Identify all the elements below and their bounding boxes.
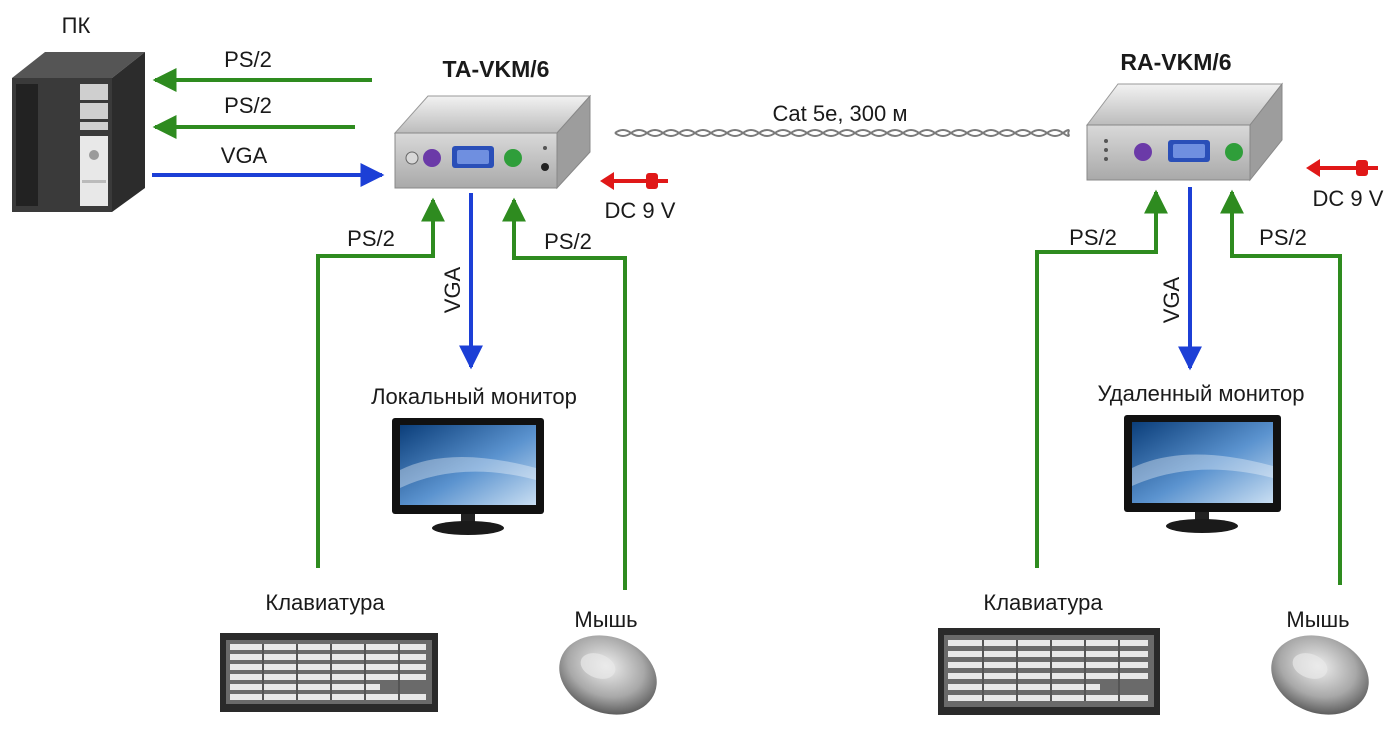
remote-monitor-label: Удаленный монитор [1097, 381, 1304, 406]
receiver-keyboard-link-label: PS/2 [1069, 225, 1117, 250]
transmitter-mouse-link-label: PS/2 [544, 229, 592, 254]
receiver-device-icon [1085, 82, 1284, 182]
cable-label: Cat 5e, 300 м [773, 101, 908, 126]
transmitter-keyboard-link-label: PS/2 [347, 226, 395, 251]
receiver-mouse-link-label: PS/2 [1259, 225, 1307, 250]
remote-mouse-icon [1271, 635, 1369, 715]
receiver-vga-label: VGA [1159, 276, 1184, 323]
remote-keyboard-label: Клавиатура [983, 590, 1103, 615]
receiver-power-plug-icon [1306, 159, 1378, 177]
receiver-keyboard-arrow [1035, 189, 1168, 568]
local-keyboard-label: Клавиатура [265, 590, 385, 615]
ps2-mid-label: PS/2 [224, 93, 272, 118]
receiver-title: RA-VKM/6 [1120, 49, 1231, 75]
remote-monitor-icon [1124, 415, 1281, 533]
transmitter-power-label: DC 9 V [605, 198, 676, 223]
transmitter-device-icon [393, 94, 592, 190]
local-monitor-label: Локальный монитор [371, 384, 577, 409]
local-keyboard-icon [220, 633, 438, 712]
cat5e-cable-icon [614, 129, 1070, 137]
local-monitor-icon [392, 418, 544, 535]
transmitter-power-plug-icon [600, 172, 668, 190]
vga-host-label: VGA [221, 143, 268, 168]
pc-label: ПК [62, 13, 91, 38]
transmitter-mouse-arrow [502, 197, 627, 590]
ps2-top-label: PS/2 [224, 47, 272, 72]
remote-keyboard-icon [938, 628, 1160, 715]
receiver-power-label: DC 9 V [1313, 186, 1384, 211]
transmitter-vga-label: VGA [440, 266, 465, 313]
local-mouse-label: Мышь [574, 607, 637, 632]
transmitter-keyboard-arrow [316, 197, 445, 568]
receiver-mouse-arrow [1220, 189, 1342, 585]
local-mouse-icon [559, 635, 657, 715]
remote-mouse-label: Мышь [1286, 607, 1349, 632]
transmitter-title: TA-VKM/6 [443, 56, 550, 82]
pc-tower-icon [12, 52, 145, 212]
